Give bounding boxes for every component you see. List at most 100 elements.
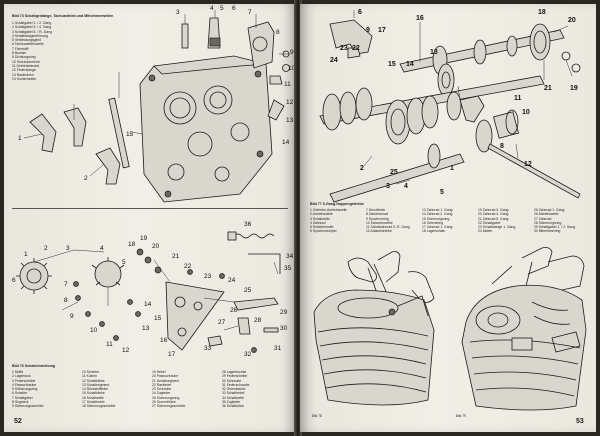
legend-item: 29 Schaltgabel 1. / 2. Gang xyxy=(534,225,576,230)
callout-1: 1 xyxy=(18,135,22,142)
callout: 15 xyxy=(388,61,396,68)
legend-item: 13 Zahnrad 1. Gang xyxy=(422,208,453,212)
top-diagram-callouts: 3 4 5 6 7 8 9 10 11 12 13 14 1 2 15 xyxy=(18,5,296,182)
callout: 12 xyxy=(524,161,532,168)
legend-item: 9 Sicherungsscheibe xyxy=(12,404,44,409)
figure-77-legend: 1 Getriebe-Antriebswelle 2 Antriebswelle… xyxy=(310,208,590,236)
legend-item: 4 Passschraube xyxy=(12,382,37,387)
legend-item: 20 Zahnrad 4. Gang xyxy=(478,212,509,217)
figure-78-label: Bild 78 xyxy=(312,414,322,418)
legend-item: 3 Federscheibe xyxy=(12,378,36,383)
figure-divider xyxy=(12,208,288,209)
legend-item: 21 Schaltsegment xyxy=(152,378,180,383)
callout: 6 xyxy=(12,277,16,284)
callout: 16 xyxy=(160,337,168,344)
callout: 17 xyxy=(378,27,386,34)
legend-item: 18 Sicherungsscheibe xyxy=(82,404,116,409)
legend-item: 23 Schraube xyxy=(152,387,172,392)
callout: 12 xyxy=(122,347,130,354)
legend-item: 2 Schaltgabel 3. / 4. Gang xyxy=(12,25,52,30)
figure-76-legend: 1 Muffe 2 Lagerbock 3 Federscheibe 4 Pas… xyxy=(12,370,290,412)
callout: 2 xyxy=(44,245,48,252)
legend-item: 28 Sicherungsring xyxy=(534,220,562,225)
legend-item: 31 Federschraube xyxy=(222,382,250,387)
legend-item: 10 Zwischenwelle xyxy=(366,220,393,225)
legend-item: 6 Tachoantriebswelle xyxy=(12,42,44,47)
legend-item: 23 Schaltstange 1. Gang xyxy=(478,225,516,230)
legend-item: 22 Rastfeder xyxy=(152,382,172,387)
callout-14: 14 xyxy=(282,139,290,146)
right-page: 16 24 23 22 6 9 17 18 15 14 13 20 19 21 … xyxy=(300,4,596,432)
callout-5: 5 xyxy=(220,5,224,12)
legend-item: 33 Schalthebel xyxy=(222,391,245,396)
callout: 1 xyxy=(24,251,28,258)
legend-item: 12 Schaltklinke xyxy=(82,378,105,383)
callout: 22 xyxy=(184,263,192,270)
legend-item: 8 Zwischenrad xyxy=(366,212,389,217)
bottom-diagram-callouts: 18 19 20 21 22 23 24 25 26 27 28 29 30 3… xyxy=(12,221,294,358)
legend-item: 34 Schaltwelle xyxy=(222,395,244,400)
legend-item: 24 Zugfeder xyxy=(152,391,171,396)
legend-item: 8 Buchse xyxy=(12,51,27,56)
legend-item: 25 Zahnrad 1. Gang xyxy=(534,208,565,212)
callout: 5 xyxy=(440,189,444,196)
callout: 20 xyxy=(152,243,160,250)
legend-item: 15 Sicherungsring xyxy=(422,216,450,221)
callout: 14 xyxy=(144,301,152,308)
legend-item: 30 Schraube xyxy=(222,378,242,383)
callout: 36 xyxy=(244,221,252,228)
legend-item: 22 Schaltgabel xyxy=(478,220,501,225)
page-number-right: 53 xyxy=(576,418,584,425)
callout: 4 xyxy=(100,245,104,252)
callout: 20 xyxy=(568,17,576,24)
callout-7: 7 xyxy=(248,9,252,16)
callout: 28 xyxy=(254,317,262,324)
legend-item: 5 Schiebemuffe xyxy=(310,225,334,230)
figure-79-label: Bild 79 xyxy=(456,414,466,418)
legend-item: 27 Sicherungsscheibe xyxy=(152,404,186,409)
legend-item: 12 Anlaufscheibe xyxy=(366,229,392,234)
figure-74-legend: 1 Schaltgabel 1. / 2. Gang 2 Schaltgabel… xyxy=(12,21,84,85)
callout: 11 xyxy=(514,95,522,102)
callout: 7 xyxy=(64,281,68,288)
legend-item: 9 Synchronring xyxy=(366,216,389,221)
legend-item: 9 Dichtungsring xyxy=(12,55,36,60)
callout: 2 xyxy=(360,165,364,172)
callout: 24 xyxy=(330,57,338,64)
callout-4: 4 xyxy=(210,5,214,12)
callout: 23 xyxy=(204,273,212,280)
legend-item: 36 Schaltstück xyxy=(222,404,245,409)
legend-item: 7 Schaltgabel xyxy=(12,395,33,400)
figure-76-title: Bild 76 Schalteinrichtung xyxy=(12,364,56,368)
callout-8: 8 xyxy=(276,29,280,36)
legend-item: 28 Lagerbuchse xyxy=(222,370,247,374)
legend-item: 17 Zahnrad 1. Gang xyxy=(422,225,453,230)
assembly-illustration-right xyxy=(461,247,587,411)
shift-linkage-exploded-diagram xyxy=(23,10,290,203)
legend-item: 19 Hebel xyxy=(152,370,166,374)
legend-item: 3 Schaltgabel 5. / R.-Gang xyxy=(12,29,52,34)
callout: 3 xyxy=(386,183,390,190)
callout: 17 xyxy=(168,351,176,358)
callout: 11 xyxy=(106,341,113,348)
legend-item: 14 Zahnrad 2. Gang xyxy=(422,212,453,217)
legend-item: 17 Schalthebel xyxy=(82,400,105,405)
callout: 13 xyxy=(430,49,438,56)
legend-item: 15 Schaltklinke xyxy=(82,391,105,396)
callout-11: 11 xyxy=(284,81,291,88)
page-number-left: 52 xyxy=(14,418,22,425)
callout: 9 xyxy=(70,313,74,320)
legend-item: 5 Verbindungsglied xyxy=(12,38,41,43)
legend-item: 12 Federstange xyxy=(12,68,36,73)
callout: 6 xyxy=(358,9,362,16)
callout: 19 xyxy=(140,235,148,242)
legend-item: 6 Synchronkörper xyxy=(310,229,337,234)
legend-item: 18 Lagerschale xyxy=(422,229,446,234)
legend-item: 14 Kontermutter xyxy=(12,76,37,81)
callout: 29 xyxy=(280,309,288,316)
legend-item: 20 Passschraube xyxy=(152,374,179,379)
callout-13: 13 xyxy=(286,117,294,124)
legend-item: 24 Mutter xyxy=(478,229,493,234)
callout-10: 10 xyxy=(288,65,296,72)
